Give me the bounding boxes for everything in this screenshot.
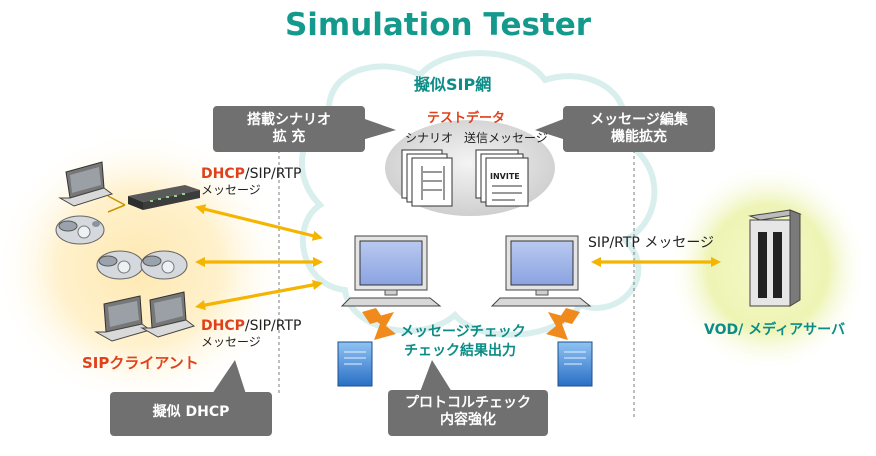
callout-dhcp <box>110 360 272 436</box>
sip-rtp-text-bottom: /SIP/RTP <box>244 318 302 334</box>
callout-protocol-check <box>388 360 548 436</box>
result-document-icon-2 <box>557 341 593 387</box>
network-switch-icon <box>128 185 200 210</box>
cable <box>107 195 126 213</box>
flow-message-top: メッセージ <box>201 183 261 197</box>
invite-label: INVITE <box>490 172 520 181</box>
network-cloud <box>299 50 658 338</box>
tester-monitor-2 <box>490 235 592 307</box>
result-document-icon-1 <box>337 341 373 387</box>
message-check-label: メッセージチェック <box>400 324 526 340</box>
dhcp-text-bottom: DHCP <box>201 318 245 334</box>
invite-document-icon <box>475 149 529 207</box>
output-arrow-left <box>362 308 396 340</box>
sent-messages-label: 送信メッセージ <box>464 131 548 145</box>
test-data-label: テストデータ <box>427 111 506 126</box>
scenario-label: シナリオ <box>405 131 454 145</box>
callout-dhcp-text: 擬似 DHCP <box>152 404 230 420</box>
ip-phone-icon-1 <box>55 215 105 245</box>
ip-phone-icon-2 <box>96 250 144 280</box>
flow-label-bottom: DHCP/SIP/RTP <box>201 318 301 334</box>
laptop-icon-3 <box>140 291 196 338</box>
callout-protocol-check-text: プロトコルチェック 内容強化 <box>405 395 531 428</box>
network-label: 擬似SIP網 <box>414 75 492 94</box>
laptop-icon-1 <box>58 161 114 207</box>
callout-message-edit-text: メッセージ編集 機能拡充 <box>590 112 688 145</box>
tester-monitor-1 <box>340 235 442 307</box>
scenario-document-icon <box>401 149 453 207</box>
flow-label-top: DHCP/SIP/RTP <box>201 166 301 182</box>
ip-phone-icon-3 <box>140 250 188 280</box>
callout-message-edit <box>535 106 715 152</box>
page-title: Simulation Tester <box>284 7 592 43</box>
flow-message-bottom: メッセージ <box>201 335 261 349</box>
callout-scenario-extension <box>213 106 396 152</box>
flow-label-right: SIP/RTP メッセージ <box>588 235 715 251</box>
dhcp-text-top: DHCP <box>201 166 245 182</box>
callout-scenario-extension-text: 搭載シナリオ 拡 充 <box>247 112 331 145</box>
media-server-label: VOD/ メディアサーバ <box>704 322 845 338</box>
flow-arrows-left <box>194 204 324 311</box>
output-arrow-right <box>546 308 580 340</box>
sip-rtp-text-top: /SIP/RTP <box>244 166 302 182</box>
media-server-icon <box>748 209 802 307</box>
laptop-icon-2 <box>94 295 152 342</box>
sip-clients-label: SIPクライアント <box>82 354 199 372</box>
result-output-label: チェック結果出力 <box>404 343 516 359</box>
